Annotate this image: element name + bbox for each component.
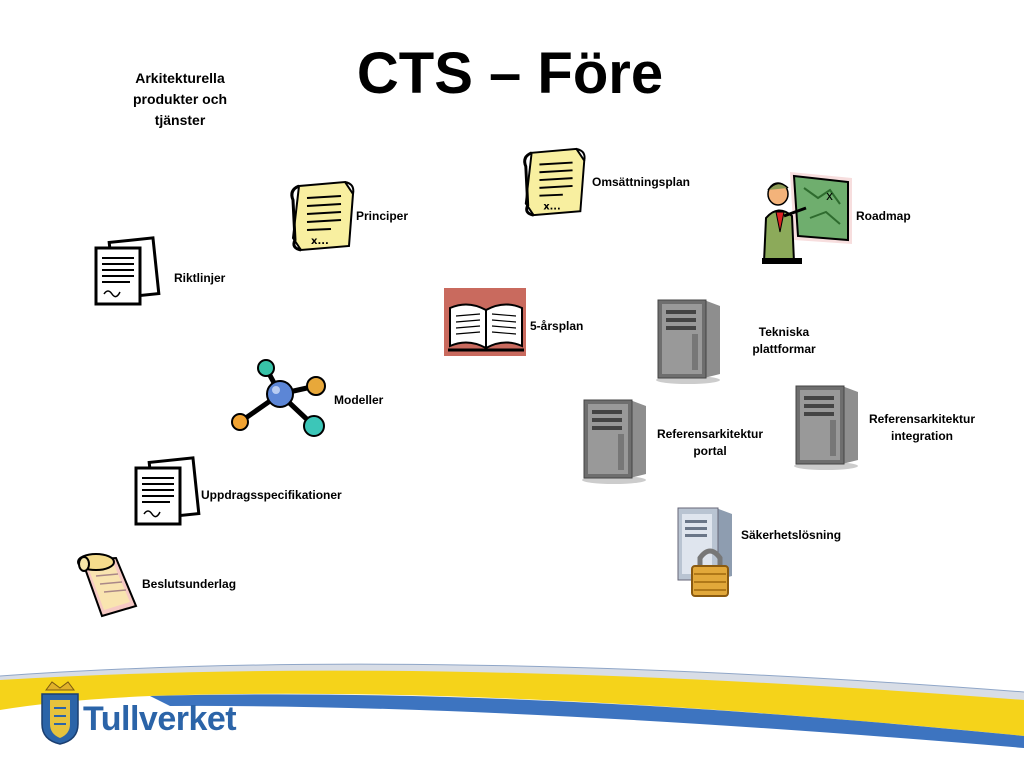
open-book-icon (444, 288, 528, 356)
item-modeller: Modeller (334, 393, 384, 407)
item-roadmap: Roadmap (856, 209, 911, 223)
item-referensarkitektur-portal: Referensarkitektur portal (656, 427, 764, 458)
item-tekniska-plattformar: Tekniska plattformar (752, 325, 816, 356)
server-icon (792, 384, 862, 470)
item-uppdragsspecifikationer: Uppdragsspecifikationer (201, 488, 342, 502)
item-principer: Principer (356, 209, 409, 223)
documents-icon (130, 454, 204, 528)
svg-text:x: x (826, 189, 833, 203)
presenter-map-icon: x (760, 168, 856, 266)
server-icon (580, 398, 650, 484)
scroll-document-icon: x... (518, 146, 594, 220)
item-5-arsplan: 5-årsplan (530, 319, 584, 333)
brand-name: Tullverket (83, 700, 237, 738)
svg-text:x...: x... (543, 201, 560, 212)
molecule-icon (228, 356, 330, 442)
item-beslutsunderlag: Beslutsunderlag (142, 577, 237, 591)
svg-text:x...: x... (311, 236, 329, 247)
footer-swoosh (0, 650, 1024, 768)
rolled-paper-icon (72, 550, 142, 620)
server-icon (654, 298, 724, 384)
scroll-document-icon: x... (285, 180, 363, 254)
slide-subtitle: Arkitekturella produkter och tjänster (132, 70, 228, 128)
item-riktlinjer: Riktlinjer (174, 271, 226, 285)
documents-icon (90, 234, 164, 308)
item-sakerhetslosning: Säkerhetslösning (741, 528, 842, 542)
item-omsattningsplan: Omsättningsplan (592, 175, 691, 189)
item-referensarkitektur-integration: Referensarkitektur integration (868, 412, 976, 443)
secure-server-icon (672, 506, 746, 600)
slide-title: CTS – Före (356, 41, 664, 106)
coat-of-arms-icon (40, 680, 80, 746)
